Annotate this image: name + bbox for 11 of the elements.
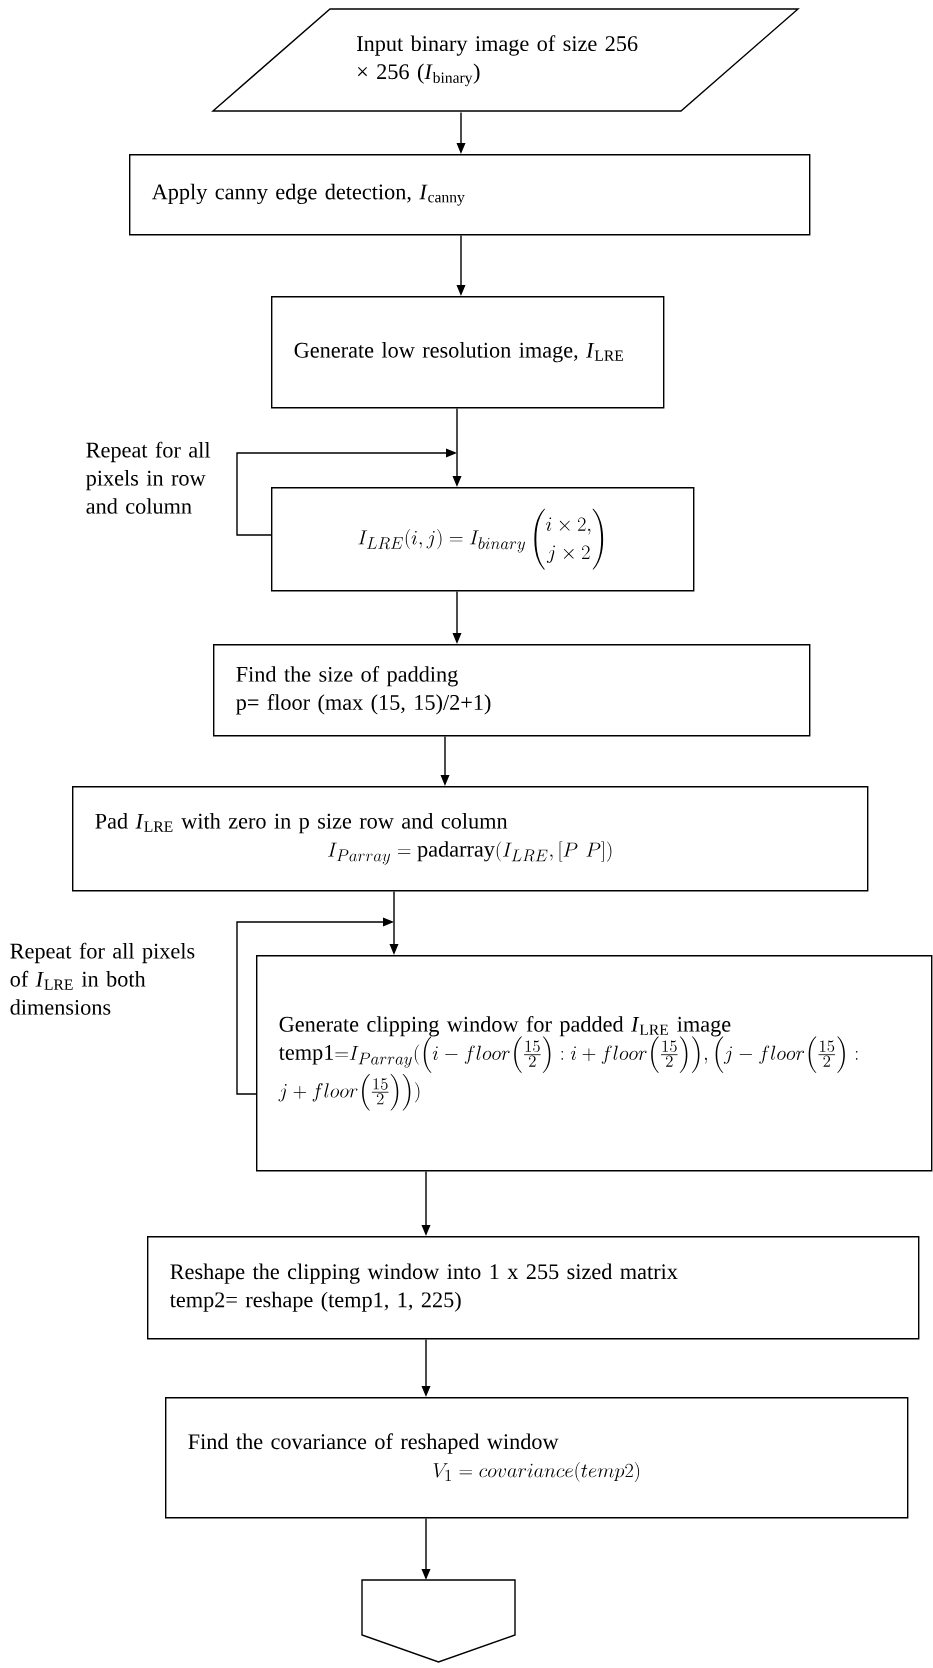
process-box: Find the size of padding p= floor (max (15, 15)/2+1) [213, 644, 811, 737]
process-box: Reshape the clipping window into 1 x 255 sized matrix temp2= reshape (temp1, 1, 225) [147, 1236, 920, 1340]
process-box: Generate low resolution image, I$_{LRE}$ [271, 296, 665, 409]
process-box: Find the covariance of reshaped window $V_1 = covariance(temp2)$ [165, 1397, 909, 1519]
off-page-connector [361, 1579, 516, 1663]
process-box: Generate clipping window for padded I$_{LRE}$ image $\mathrm{temp1}{=}I_{Parray}(\Bigl(i-floor\Bigl(\frac{15}{2}\Bigr):i+floor\Bigl(\frac{15}{2}\Bigr)\Bigr),\Bigl(j-floor\Bigl(\frac{15}{2}\Bigr):j+floor\Bigl(\frac{15}{2}\Bigr)\Bigr))$ [256, 955, 933, 1172]
process-box: $I_{LRE}(i,j) = I_{binary}\begin{pmatrix} i\times 2,\\ j\times 2\end{pmatrix}$ [271, 487, 695, 592]
note-text: Repeat for all pixels in row and column [86, 441, 211, 514]
process-box: Apply canny edge detection, I$_{canny}$ [129, 154, 811, 236]
process-box: Pad I$_{LRE}$ with zero in p size row and column $I_{Parray} = \mathrm{padarray}(I_{LRE}, [P\ P])$ [72, 786, 869, 892]
note-text: Repeat for all pixels of I$_{LRE}$ in both dimensions [10, 942, 195, 1015]
